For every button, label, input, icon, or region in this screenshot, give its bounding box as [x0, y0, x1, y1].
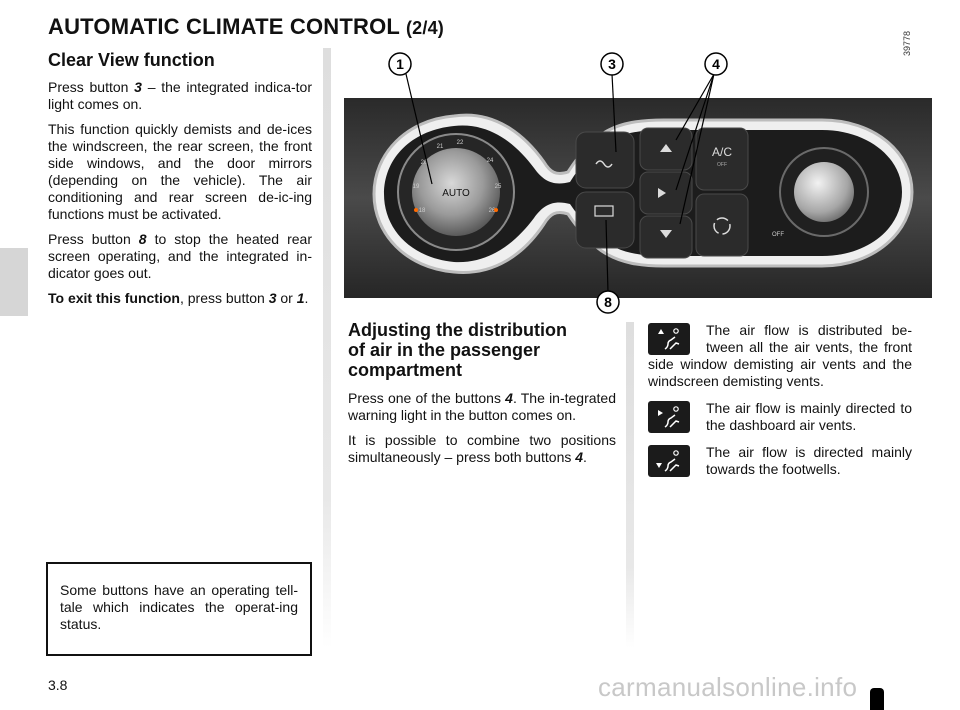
temp-tick: 26	[489, 208, 496, 214]
button-ref: 1	[296, 290, 305, 306]
distribution-section: Adjusting the distribution of air in the…	[348, 320, 616, 474]
distribution-paragraph-2: It is possible to combine two positions …	[348, 432, 616, 466]
air-mid-icon	[658, 188, 666, 198]
ac-label: A/C	[712, 145, 732, 159]
text-run: , press button	[179, 290, 269, 306]
mode-windscreen: The air flow is distributed be-tween all…	[648, 322, 912, 390]
button-ref: 3	[134, 79, 142, 95]
climate-panel-figure: AUTO 18 19 20 21 22 24 25 26 A/C OFF	[344, 44, 932, 314]
off-label: OFF	[772, 232, 784, 238]
demist-icon	[595, 160, 613, 168]
callout-leaders	[405, 73, 715, 293]
button-ref: 4	[575, 449, 584, 465]
rear-screen-button	[575, 191, 635, 249]
auto-label: AUTO	[442, 188, 470, 199]
callout-8-label: 8	[604, 294, 612, 310]
clear-view-section: Clear View function Press button 3 – the…	[48, 50, 312, 315]
column-gutter	[626, 322, 634, 648]
text-run: .	[583, 449, 587, 465]
button-ref: 8	[138, 231, 147, 247]
callout-1	[388, 52, 412, 76]
clear-view-paragraph-1: Press button 3 – the integrated indica-t…	[48, 79, 312, 113]
temp-tick: 21	[437, 144, 444, 150]
clear-view-paragraph-4: To exit this function, press button 3 or…	[48, 290, 312, 307]
mode-footwell: The air flow is directed mainly towards …	[648, 444, 912, 478]
temp-tick: 22	[457, 140, 464, 146]
clear-view-heading: Clear View function	[48, 50, 215, 70]
text-run: . The in-tegrated warning light in the b…	[348, 390, 616, 423]
temp-tick: 24	[487, 158, 494, 164]
temp-tick: 25	[495, 184, 502, 190]
callout-3	[600, 52, 624, 76]
text-run: to stop the heated rear screen operating…	[48, 231, 312, 281]
mode-windscreen-text: The air flow is distributed be-tween all…	[648, 322, 912, 389]
text-run: It is possible to combine two positions …	[348, 432, 616, 465]
air-up-icon	[660, 144, 672, 152]
page-edge-marker	[870, 688, 884, 710]
climate-panel-illustration: AUTO 18 19 20 21 22 24 25 26 A/C OFF	[344, 52, 932, 314]
temperature-dial	[412, 148, 500, 236]
clear-view-button	[575, 131, 635, 189]
callout-1-label: 1	[396, 56, 404, 72]
callout-4-label: 4	[712, 56, 720, 72]
callout-3-label: 3	[608, 56, 616, 72]
dial-led	[494, 208, 498, 212]
mode-dashboard-text: The air flow is mainly directed to the d…	[706, 400, 912, 433]
air-down-icon	[660, 230, 672, 238]
text-strong: To exit this function	[48, 290, 180, 306]
watermark: carmanualsonline.info	[598, 672, 858, 702]
figure-reference-code: 39778	[902, 30, 912, 56]
mode-footwell-text: The air flow is directed mainly towards …	[706, 444, 912, 477]
text-run: .	[304, 290, 309, 306]
callouts: 1 3 4 8	[388, 52, 728, 314]
dial-led	[414, 208, 418, 212]
heading-line: compartment	[348, 360, 463, 380]
ac-button	[695, 127, 749, 191]
air-distribution-windscreen-icon	[648, 323, 690, 355]
column-gutter	[323, 48, 331, 648]
clear-view-paragraph-3: Press button 8 to stop the heated rear s…	[48, 231, 312, 282]
section-tab	[0, 248, 28, 316]
page-number: 3.8	[48, 677, 68, 693]
heading-line: Adjusting the distribution	[348, 320, 567, 340]
temp-tick: 20	[421, 160, 428, 166]
button-ref: 4	[505, 390, 513, 406]
text-run: or	[276, 290, 297, 306]
note-box: Some buttons have an operating tell-tale…	[46, 562, 312, 656]
distribution-heading: Adjusting the distribution of air in the…	[348, 320, 616, 380]
page-title-text: AUTOMATIC CLIMATE CONTROL	[48, 14, 400, 39]
callout-4	[704, 52, 728, 76]
air-distribution-dashboard-icon	[648, 401, 690, 433]
fan-knob	[794, 162, 854, 222]
temperature-scale: 18 19 20 21 22 24 25 26	[413, 140, 502, 214]
button-cluster: A/C OFF	[575, 127, 749, 259]
button-ref: 3	[268, 290, 277, 306]
clear-view-paragraph-2: This function quickly demists and de-ice…	[48, 121, 312, 222]
text-run: Press button	[48, 231, 139, 247]
text-run: – the integrated indica-tor light comes …	[48, 79, 312, 112]
ac-sub-label: OFF	[717, 162, 727, 168]
air-distribution-footwell-icon	[648, 445, 690, 477]
temp-tick: 18	[419, 208, 426, 214]
callout-8	[596, 290, 620, 314]
text-run: Press one of the buttons	[348, 390, 506, 406]
mode-dashboard: The air flow is mainly directed to the d…	[648, 400, 912, 434]
temp-tick: 19	[413, 184, 420, 190]
text-run: Press button	[48, 79, 135, 95]
note-text: Some buttons have an operating tell-tale…	[60, 582, 298, 632]
distribution-paragraph-1: Press one of the buttons 4. The in-tegra…	[348, 390, 616, 424]
recirculation-icon	[713, 217, 731, 235]
page-title-part: (2/4)	[405, 18, 444, 38]
distribution-modes: The air flow is distributed be-tween all…	[648, 322, 912, 488]
heading-line: of air in the passenger	[348, 340, 541, 360]
rear-screen-icon	[594, 205, 614, 217]
recirculation-button	[695, 193, 749, 257]
page-title: AUTOMATIC CLIMATE CONTROL (2/4)	[48, 14, 444, 40]
